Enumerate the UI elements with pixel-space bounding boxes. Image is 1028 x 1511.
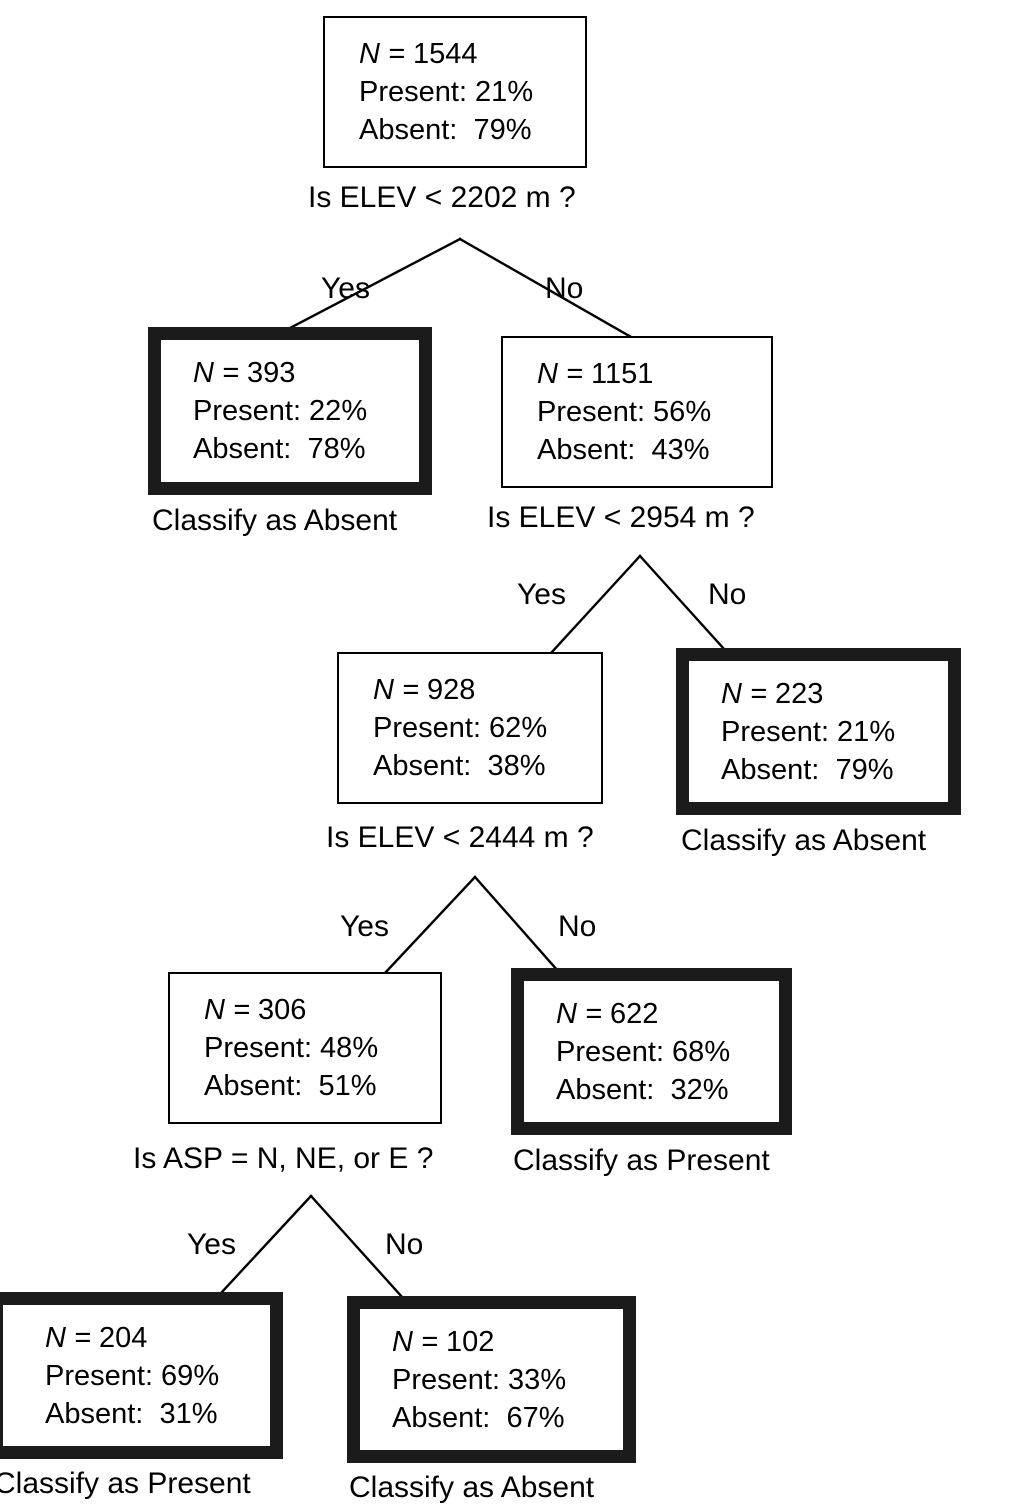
caption-n1151: Is ELEV < 2954 m ? — [487, 501, 755, 534]
caption-n306: Is ASP = N, NE, or E ? — [133, 1142, 434, 1175]
caption-n204: Classify as Present — [0, 1467, 251, 1500]
node-n204-present: Present: 69% — [45, 1359, 220, 1392]
node-n102[interactable]: N = 102 Present: 33% Absent: 67% — [347, 1296, 636, 1463]
node-n1151-absent: Absent: 43% — [537, 434, 710, 466]
node-n223[interactable]: N = 223 Present: 21% Absent: 79% — [676, 648, 961, 815]
node-n393-n: N = 393 — [193, 357, 296, 389]
edge-1151-yes — [549, 554, 642, 655]
node-root-present: Present: 21% — [359, 76, 534, 108]
node-n204-n: N = 204 — [45, 1321, 148, 1354]
node-n1151[interactable]: N = 1151 Present: 56% Absent: 43% — [501, 336, 773, 488]
node-n1151-present: Present: 56% — [537, 396, 712, 428]
edge-label-306-yes: Yes — [187, 1228, 236, 1261]
edge-root-no — [458, 237, 633, 339]
edge-1151-no — [638, 554, 736, 662]
edge-label-306-no: No — [385, 1228, 424, 1261]
edge-label-root-yes: Yes — [321, 272, 370, 305]
node-n223-n: N = 223 — [721, 677, 824, 710]
caption-n102: Classify as Absent — [349, 1471, 595, 1504]
edge-label-root-no: No — [545, 272, 584, 305]
node-n622-absent: Absent: 32% — [556, 1073, 729, 1106]
caption-n928: Is ELEV < 2444 m ? — [326, 821, 594, 854]
edge-306-no — [309, 1194, 405, 1300]
node-n622-present: Present: 68% — [556, 1035, 731, 1068]
edge-label-1151-yes: Yes — [517, 578, 566, 611]
caption-n622: Classify as Present — [513, 1144, 770, 1177]
node-n306-present: Present: 48% — [204, 1032, 379, 1064]
edge-306-yes — [219, 1194, 313, 1295]
node-n393-absent: Absent: 78% — [193, 433, 366, 465]
node-n393-present: Present: 22% — [193, 395, 368, 427]
node-n393[interactable]: N = 393 Present: 22% Absent: 78% — [148, 327, 432, 495]
caption-root: Is ELEV < 2202 m ? — [308, 181, 576, 214]
caption-n393: Classify as Absent — [152, 504, 398, 537]
node-root-absent: Absent: 79% — [359, 114, 532, 146]
node-n928[interactable]: N = 928 Present: 62% Absent: 38% — [337, 652, 603, 804]
node-n1151-n: N = 1151 — [537, 358, 654, 390]
node-n223-absent: Absent: 79% — [721, 753, 894, 786]
node-n622[interactable]: N = 622 Present: 68% Absent: 32% — [511, 968, 792, 1135]
edge-928-no — [473, 875, 568, 982]
node-n928-present: Present: 62% — [373, 712, 548, 744]
node-n306[interactable]: N = 306 Present: 48% Absent: 51% — [168, 972, 442, 1124]
node-n306-absent: Absent: 51% — [204, 1070, 377, 1102]
edge-label-928-no: No — [558, 910, 597, 943]
node-n102-present: Present: 33% — [392, 1363, 567, 1396]
edge-label-1151-no: No — [708, 578, 747, 611]
node-root-n: N = 1544 — [359, 38, 478, 70]
edge-928-yes — [383, 875, 477, 975]
node-root[interactable]: N = 1544 Present: 21% Absent: 79% — [323, 16, 587, 168]
node-n928-absent: Absent: 38% — [373, 750, 546, 782]
node-n102-absent: Absent: 67% — [392, 1401, 565, 1434]
node-n306-n: N = 306 — [204, 994, 307, 1026]
node-n204[interactable]: N = 204 Present: 69% Absent: 31% — [0, 1292, 283, 1459]
node-n223-present: Present: 21% — [721, 715, 896, 748]
node-n102-n: N = 102 — [392, 1325, 495, 1358]
node-n928-n: N = 928 — [373, 674, 476, 706]
edge-root-yes — [288, 237, 462, 330]
node-n204-absent: Absent: 31% — [45, 1397, 218, 1430]
node-n622-n: N = 622 — [556, 997, 659, 1030]
caption-n223: Classify as Absent — [681, 824, 927, 857]
edge-label-928-yes: Yes — [340, 910, 389, 943]
